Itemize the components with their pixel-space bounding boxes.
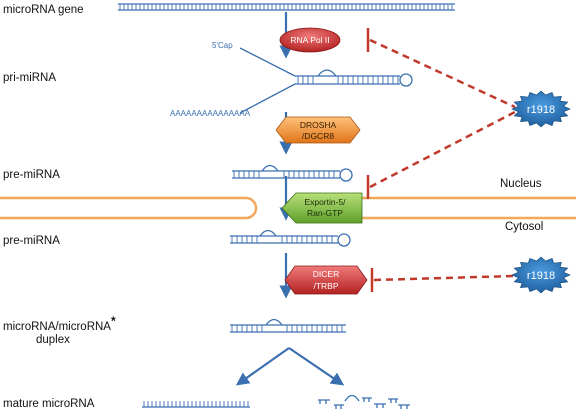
r1918-inhibitor-top: r1918 (511, 90, 571, 128)
drosha-label-2: /DGCR8 (302, 131, 334, 141)
label-mature-microrna: mature microRNA (3, 398, 95, 410)
nuclear-membrane (0, 196, 576, 220)
nucleus-label: Nucleus (500, 178, 542, 190)
exportin-label-2: Ran-GTP (307, 208, 343, 218)
degraded-passenger-strand (318, 394, 410, 409)
pri-mirna-structure: 5'Cap AAAAAAAAAAAAAAA (170, 41, 413, 118)
label-pri-mirna: pri-miRNA (3, 72, 56, 84)
dicer-trbp-enzyme: DICER /TRBP (284, 265, 368, 295)
exportin-label-1: Exportin-5/ (304, 197, 346, 207)
r1918-label-top: r1918 (527, 104, 555, 116)
cytosol-label: Cytosol (505, 221, 543, 233)
cap-label: 5'Cap (212, 41, 233, 50)
dicer-label-1: DICER (313, 269, 339, 279)
drosha-label-1: DROSHA (300, 120, 337, 130)
mature-microrna-strand (142, 401, 250, 408)
drosha-dgcr8-enzyme: DROSHA /DGCR8 (275, 116, 361, 144)
r1918-inhibitor-bottom: r1918 (511, 256, 571, 294)
rna-pol-ii-label: RNA Pol II (290, 35, 329, 45)
label-pre-mirna-cytosol: pre-miRNA (3, 235, 60, 247)
exportin-5-ran-gtp-enzyme: Exportin-5/ Ran-GTP (281, 192, 363, 224)
rna-pol-ii-enzyme: RNA Pol II (279, 27, 341, 53)
label-microrna-gene: microRNA gene (3, 4, 84, 16)
label-duplex-line1: microRNA/microRNA* (3, 314, 116, 333)
label-duplex-line2: duplex (36, 334, 70, 346)
pre-mirna-cytosol-structure (230, 229, 351, 247)
label-pre-mirna-nucleus: pre-miRNA (3, 169, 60, 181)
inhibition-lines (366, 28, 516, 292)
microrna-duplex-structure (230, 318, 346, 333)
polya-tail-label: AAAAAAAAAAAAAAA (170, 109, 251, 118)
dicer-label-2: /TRBP (313, 281, 338, 291)
r1918-label-bottom: r1918 (527, 270, 555, 282)
pre-mirna-nucleus-structure (232, 164, 353, 182)
microrna-gene-dna (118, 3, 455, 11)
